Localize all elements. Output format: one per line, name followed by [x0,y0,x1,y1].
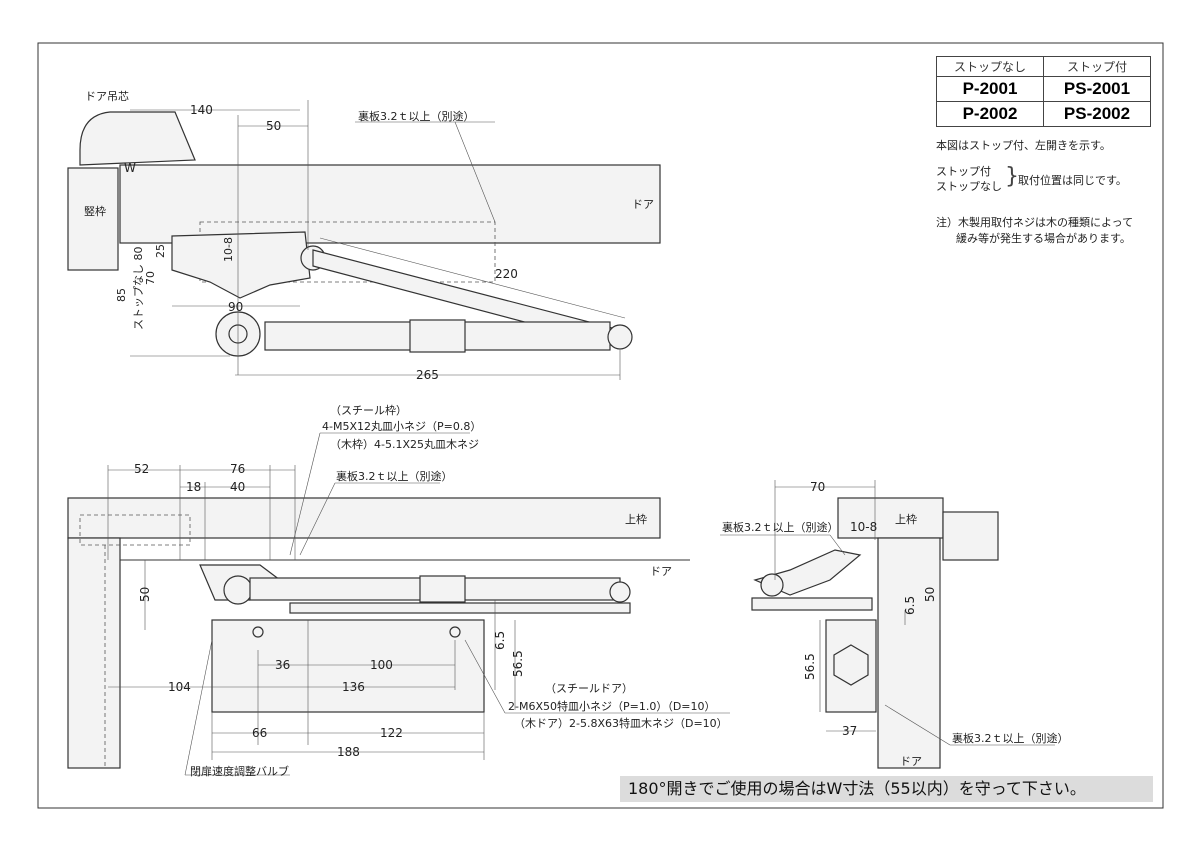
dim-10-8: 10-8 [222,237,235,262]
screw [252,626,264,638]
side-jamb [67,537,121,769]
dim-52: 52 [134,462,149,476]
dim-25: 25 [154,244,167,258]
dim-220: 220 [495,267,518,281]
model-cell: PS-2002 [1043,101,1151,127]
label-backplate: 裏板3.2ｔ以上（別途） [358,109,475,123]
dim-265: 265 [416,368,439,382]
label-screw-steel-door: 2-M6X50特皿小ネジ（P=1.0）（D=10） [508,699,716,713]
model-cell: PS-2001 [1043,76,1151,102]
door [119,164,661,244]
header-with-stop: ストップ付 [1043,56,1151,77]
same-position-note: 取付位置は同じです。 [1018,174,1127,187]
label-screw-steel-frame: 4-M5X12丸皿小ネジ（P=0.8） [322,420,481,433]
adjust-nut [409,319,466,353]
label-door-pivot: ドア吊芯 [85,89,129,103]
figure-note: 本図はストップ付、左開きを示す。 [936,139,1111,152]
label-door: ドア [650,565,672,578]
dim-18: 18 [186,480,201,494]
arm-shoe [607,324,633,350]
label-head-jamb: 上枠 [625,512,647,526]
label-backplate: 裏板3.2ｔ以上（別途） [722,520,839,534]
front-view [67,432,730,776]
dim-76: 76 [230,462,245,476]
label-steel-door: （スチールドア） [545,682,633,695]
label-door: ドア [632,198,654,211]
label-steel-frame: （スチール枠） [330,403,407,417]
main-arm [289,602,631,614]
dim-36: 36 [275,658,290,672]
dim-85: 85 [115,288,128,302]
sheet-border [37,42,1164,809]
model-cell: P-2002 [936,101,1044,127]
dim-104: 104 [168,680,191,694]
dim-37: 37 [842,724,857,738]
spindle [223,575,253,605]
dim-66: 66 [252,726,267,740]
dim-70: 70 [810,480,825,494]
caution-line-2: 緩み等が発生する場合があります。 [956,232,1131,245]
label-backplate: 裏板3.2ｔ以上（別途） [336,469,453,483]
door-pivot-shape [79,111,196,166]
header-no-stop: ストップなし [936,56,1044,77]
jamb [67,167,119,271]
head-jamb [67,497,661,539]
dim-6-5: 6.5 [493,631,507,650]
dim-50: 50 [923,587,937,602]
dim-w: W [124,161,136,175]
arm-shoe [609,581,631,603]
dim-56-5: 56.5 [803,653,817,680]
dim-10-8: 10-8 [850,520,877,534]
mounting-plate [171,231,311,299]
dim-80: ストップなし 80 [132,247,145,331]
screw [449,626,461,638]
brace-icon: } [1005,164,1019,189]
head-jamb-section [837,497,944,539]
dim-6-5: 6.5 [903,596,917,615]
top-view [67,100,661,380]
label-door: ドア [900,755,922,768]
stop-without-label: ストップなし [936,180,1002,193]
label-screw-wood-frame: （木枠）4-5.1X25丸皿木ネジ [330,437,479,451]
label-jamb: 竪枠 [84,204,106,218]
dim-136: 136 [342,680,365,694]
dim-50: 50 [138,587,152,602]
caution-line-1: 注）木製用取付ネジは木の種類によって [936,216,1134,229]
label-screw-wood-door: （木ドア）2-5.8X63特皿木ネジ（D=10） [514,716,728,730]
dim-122: 122 [380,726,403,740]
dim-70: 70 [144,271,157,285]
label-backplate-2: 裏板3.2ｔ以上（別途） [952,731,1069,745]
model-cell: P-2001 [936,76,1044,102]
dim-90: 90 [228,300,243,314]
dim-56-5: 56.5 [511,650,525,677]
label-valve: 閉扉速度調整バルブ [190,764,289,778]
dim-40: 40 [230,480,245,494]
dim-140: 140 [190,103,213,117]
dim-100: 100 [370,658,393,672]
side-view [720,480,1055,769]
hex-nut [833,644,869,686]
label-head-jamb: 上枠 [895,512,917,526]
stop-with-label: ストップ付 [936,165,991,178]
dim-188: 188 [337,745,360,759]
caution-banner: 180°開きでご使用の場合はW寸法（55以内）を守って下さい。 [620,776,1153,802]
door-section [877,537,941,769]
dim-50: 50 [266,119,281,133]
